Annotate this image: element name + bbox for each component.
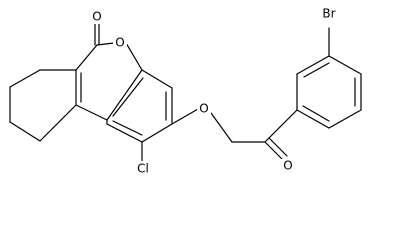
bond-c3-c2: [141, 123, 173, 143]
bond-c10b-c4a: [106, 69, 143, 121]
bond-c3-oether: [171, 108, 199, 125]
bonds: [9, 23, 362, 163]
chemical-structure-diagram: O O O O Cl Br: [9, 6, 362, 176]
atom-bg-bromine: [318, 6, 340, 21]
bond-ar6-ar1: [296, 109, 330, 129]
atom-bg-oxygen-ring: [113, 36, 127, 50]
bond-ar2-ar3-inner: [303, 62, 330, 78]
atom-label-oxygen-ketone: O: [283, 159, 292, 173]
bond-ar6-ar1-inner: [302, 105, 330, 122]
bond-ar3-ar4: [328, 55, 362, 75]
bond-c6-c6a: [75, 44, 98, 71]
atom-bg-oxygen-carbonyl: [90, 10, 104, 24]
atom-label-bromine: Br: [322, 7, 335, 21]
bond-c7-c8: [9, 69, 41, 88]
structure-canvas: O O O O Cl Br: [9, 6, 362, 176]
bond-c10b-c4a-inner: [112, 77, 144, 117]
bond-ar2-ar3: [296, 55, 330, 75]
bond-c2-c1-inner: [112, 120, 143, 136]
bond-c2-c1: [106, 123, 143, 143]
atom-bg-oxygen-ketone: [281, 159, 295, 173]
atom-label-oxygen-ether: O: [199, 102, 208, 116]
atom-label-chlorine: Cl: [137, 162, 149, 176]
bond-ar5-ar6: [328, 109, 362, 129]
atom-bg-oxygen-ether: [197, 102, 211, 116]
bond-c6-oring: [96, 42, 115, 46]
atom-label-oxygen-ring: O: [115, 36, 124, 50]
bond-cketone-o-double-1: [264, 141, 284, 161]
bond-c4a-c4: [141, 69, 173, 89]
bond-cketone-o-double-2: [268, 137, 288, 157]
bond-oether-ch2: [210, 112, 233, 143]
bond-c9-c10: [9, 121, 41, 142]
atom-label-oxygen-carbonyl: O: [92, 10, 101, 24]
bond-c10a-c10b: [75, 104, 108, 121]
atom-bg-chlorine: [132, 161, 154, 176]
bond-cketone-ar1: [264, 109, 298, 143]
atom-labels: O O O O Cl Br: [90, 6, 340, 176]
bond-oring-c4a: [125, 42, 143, 71]
bond-c10-c10a: [39, 104, 77, 142]
